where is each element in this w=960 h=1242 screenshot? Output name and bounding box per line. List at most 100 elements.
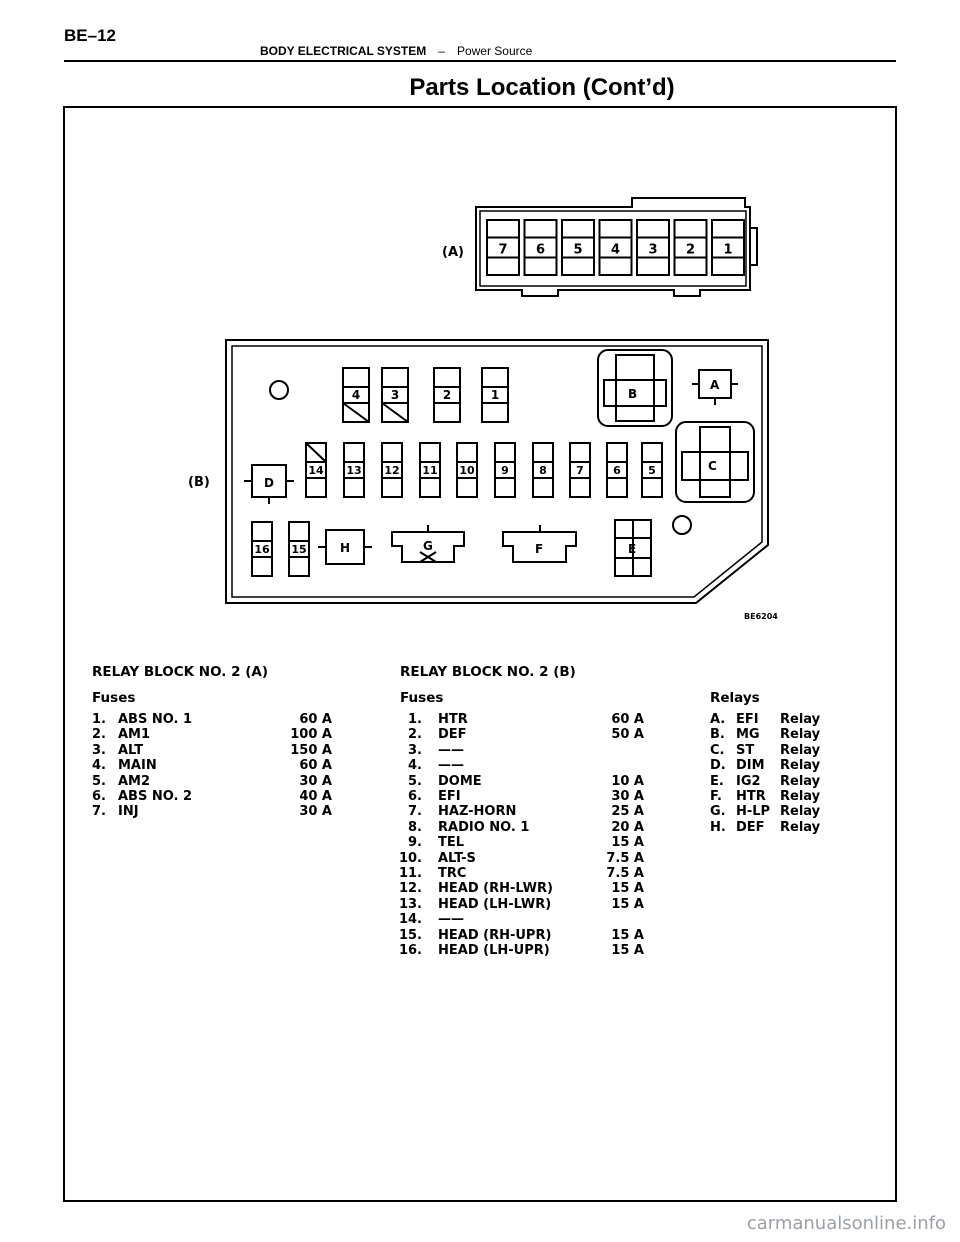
relay-name: H-LP [736,804,771,820]
fuse-amperage: 150 A [290,742,332,758]
fuse-slot: 5 [641,442,663,498]
fuse-no: 2. [92,727,106,743]
relays-heading: Relays [710,690,760,706]
fuse-amperage: 15 A [611,927,644,943]
block-a-heading: RELAY BLOCK NO. 2 (A) [92,664,268,680]
fuse-no: 11. [398,866,422,881]
fuse-amperage: 50 A [611,727,644,743]
fuse-number: 8 [539,464,547,477]
fuse-number: 6 [536,243,545,258]
relay-name: HTR [736,789,766,804]
fuse-no: 3. [92,742,106,758]
fuse-name: HEAD (RH-UPR) [438,927,552,943]
relay-a [692,369,738,405]
fuse-slot: 13 [343,442,365,498]
fuse-amperage: 60 A [299,712,332,727]
fuse-no: 14. [398,912,422,928]
fuse-no: 6. [92,789,106,804]
fuse-no: 3. [408,742,422,758]
fuse-name: MAIN [118,758,157,774]
fuse-no: 9. [408,835,422,851]
fuse-number: 7 [576,464,584,477]
fuse-name: ALT-S [438,850,476,866]
relay-type: Relay [780,819,821,835]
block-b-fuses-heading: Fuses [400,690,444,706]
fuse-amperage: 10 A [611,773,644,789]
fuse-amperage: 60 A [299,758,332,774]
relay-name: DEF [736,819,765,835]
relay-type: Relay [780,727,821,743]
fuse-no: 13. [398,896,422,912]
fuse-number: 4 [611,243,620,258]
relay-letter: F. [710,789,722,804]
fuse-name: HEAD (LH-UPR) [438,943,550,958]
fuse-number: 1 [491,388,499,402]
fuse-amperage: 20 A [611,819,644,835]
fuse-number: 3 [391,388,399,402]
fuse-slot: 4 [342,367,370,423]
fuse-number: 11 [422,464,437,477]
fuse-amperage: 100 A [290,727,332,743]
fuse-no: 5. [408,773,422,789]
block-b-diagram [225,339,769,604]
relay-type: Relay [780,804,821,820]
fuse-number: 3 [648,243,657,258]
relay-c [675,421,755,503]
relay-type: Relay [780,773,821,789]
fuse-name: AM2 [118,773,151,789]
fuse-name: ABS NO. 1 [118,712,193,727]
relay-type: Relay [780,789,821,804]
fuse-number: 4 [352,388,360,402]
relay-name: DIM [736,758,765,774]
fuse-name: DOME [438,773,482,789]
fuse-slot: 9 [494,442,516,498]
fuse-amperage: 7.5 A [606,850,644,866]
fuse-name: —— [438,758,464,774]
fuse-amperage: 30 A [299,773,332,789]
page-number: BE–12 [64,26,116,45]
header-separator: – [438,44,445,58]
relay-g-label: G [423,539,433,553]
running-header: BODY ELECTRICAL SYSTEM–Power Source [260,44,532,58]
fuse-amperage: 30 A [611,789,644,804]
fuse-slot: 4 [598,219,633,276]
relay-name: EFI [736,712,759,727]
relay-letter: D. [710,758,726,774]
fuse-no: 12. [398,881,422,897]
fuse-no: 1. [408,712,422,727]
fuse-no: 10. [398,850,422,866]
fuse-no: 2. [408,727,422,743]
relay-letter: A. [710,712,726,727]
fuse-name: EFI [438,789,461,804]
fuse-slot: 7 [486,219,520,276]
fuse-name: HEAD (RH-LWR) [438,881,553,897]
fuse-slot: 2 [673,219,708,276]
relay-a-label: A [710,378,720,392]
fuse-no: 7. [408,804,422,820]
fuse-no: 4. [408,758,422,774]
fuse-slot: 8 [532,442,554,498]
fuse-name: TRC [438,866,467,881]
fuse-number: 14 [308,464,324,477]
fuse-number: 15 [291,543,306,556]
fuse-slot: 1 [711,219,745,276]
relay-letter: G. [710,804,726,820]
fuse-number: 7 [498,243,507,258]
relay-h-label: H [340,541,350,555]
fuse-slot: 15 [288,521,310,577]
relay-b [597,349,673,427]
relay-letter: B. [710,727,725,743]
relay-e [614,519,652,577]
fuse-slot: 16 [251,521,273,577]
fuse-name: RADIO NO. 1 [438,819,530,835]
fuse-amperage: 25 A [611,804,644,820]
fuse-name: —— [438,742,464,758]
fuse-slot: 1 [481,367,509,423]
relay-letter: C. [710,742,725,758]
block-a-label: (A) [442,245,464,260]
figure-code: BE6204 [744,612,778,621]
figure-frame [63,106,897,1202]
fuse-number: 13 [346,464,361,477]
watermark: carmanualsonline.info [746,1213,946,1234]
relay-letter: E. [710,773,724,789]
